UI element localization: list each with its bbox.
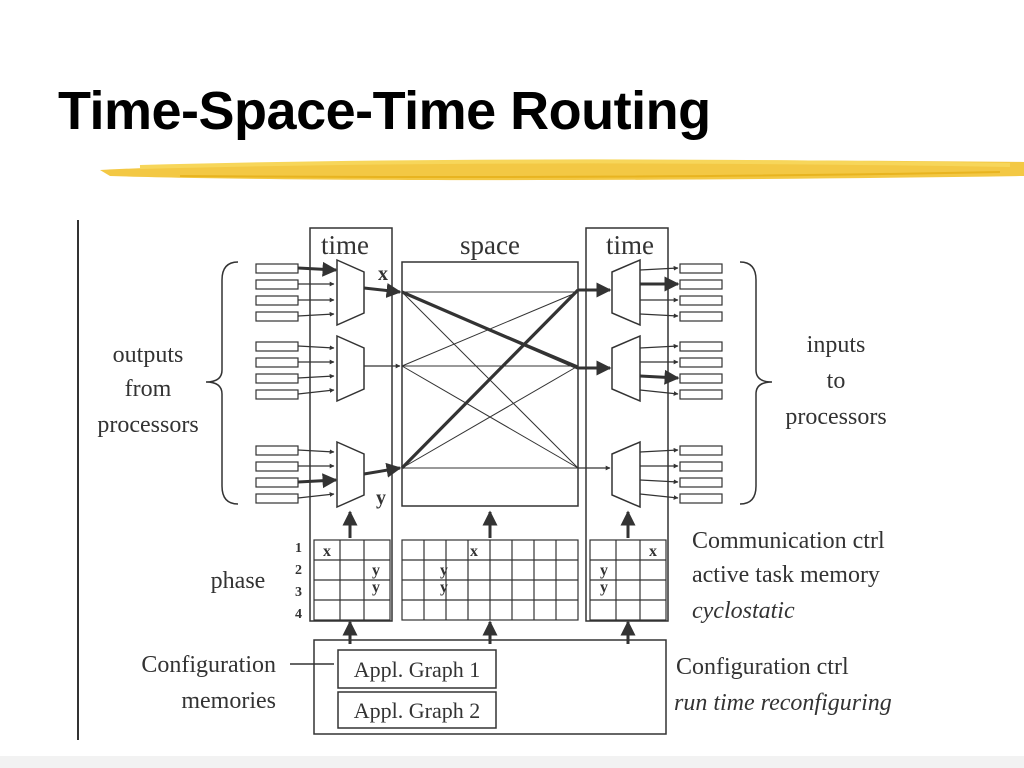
label-inputs-line3: processors [785, 404, 886, 430]
table-left-y-row3: y [372, 579, 380, 596]
left-mux-2 [336, 334, 365, 403]
right-buffer-group-3 [679, 445, 723, 504]
title-underline-highlight [100, 159, 1024, 181]
right-demux-2 [611, 334, 641, 403]
phase-number-1: 1 [295, 541, 302, 556]
table-right-x: x [649, 543, 657, 560]
slide-title: Time-Space-Time Routing [58, 81, 711, 141]
phase-table-right [589, 539, 667, 621]
label-run-time-reconfig: run time reconfiguring [674, 690, 892, 716]
table-mid-y-row3: y [440, 579, 448, 596]
label-outputs-line3: processors [97, 412, 198, 438]
label-memories: memories [181, 688, 276, 714]
left-buffer-group-2 [255, 341, 299, 400]
label-config-ctrl: Configuration ctrl [676, 654, 849, 680]
mux3-to-space [363, 462, 402, 478]
label-phase: phase [211, 568, 266, 594]
right-brace [739, 261, 773, 505]
left-mux-3 [336, 440, 365, 509]
right-buffer-group-1 [679, 263, 723, 322]
right-demux-3 [611, 440, 641, 509]
label-outputs-line2: from [125, 376, 172, 402]
phase-table-middle [401, 539, 579, 621]
label-appl-graph-1: Appl. Graph 1 [354, 657, 480, 682]
right-buffer-group-2 [679, 341, 723, 400]
label-time-right: time [606, 230, 654, 260]
right-buffer-arrows [639, 265, 680, 500]
bottom-strip [0, 756, 1024, 768]
phase-control-arrows [342, 510, 636, 538]
marker-x-left: x [378, 263, 388, 285]
config-control-arrows [342, 620, 636, 644]
label-inputs-line1: inputs [807, 332, 866, 358]
left-buffer-group-1 [255, 263, 299, 322]
phase-number-3: 3 [295, 585, 302, 600]
left-brace [205, 261, 239, 505]
label-comm-ctrl: Communication ctrl [692, 528, 885, 554]
phase-number-2: 2 [295, 563, 302, 578]
label-appl-graph-2: Appl. Graph 2 [354, 698, 480, 723]
phase-table-left [313, 539, 391, 621]
label-cyclostatic: cyclostatic [692, 598, 795, 624]
label-active-task-memory: active task memory [692, 562, 880, 588]
space-route-y [400, 288, 580, 470]
label-space: space [460, 230, 520, 260]
space-stage-frame [401, 261, 579, 507]
table-mid-x: x [470, 543, 478, 560]
table-right-y-row2: y [600, 562, 608, 579]
space-route-x [401, 290, 579, 370]
label-time-left: time [321, 230, 369, 260]
table-right-y-row3: y [600, 579, 608, 596]
label-configuration: Configuration [141, 652, 276, 678]
mux1-to-space [363, 283, 402, 298]
left-mux-1 [336, 258, 365, 327]
left-buffer-group-3 [255, 445, 299, 504]
left-buffer-arrows [297, 261, 338, 499]
appl-graph-2-box [337, 691, 497, 729]
appl-graph-1-box [337, 649, 497, 689]
label-outputs-line1: outputs [113, 342, 184, 368]
marker-y-left: y [376, 487, 386, 509]
right-demux-1 [611, 258, 641, 327]
phase-number-4: 4 [295, 607, 302, 622]
table-left-y-row2: y [372, 562, 380, 579]
label-inputs-line2: to [827, 368, 846, 394]
table-left-x: x [323, 543, 331, 560]
table-mid-y-row2: y [440, 562, 448, 579]
